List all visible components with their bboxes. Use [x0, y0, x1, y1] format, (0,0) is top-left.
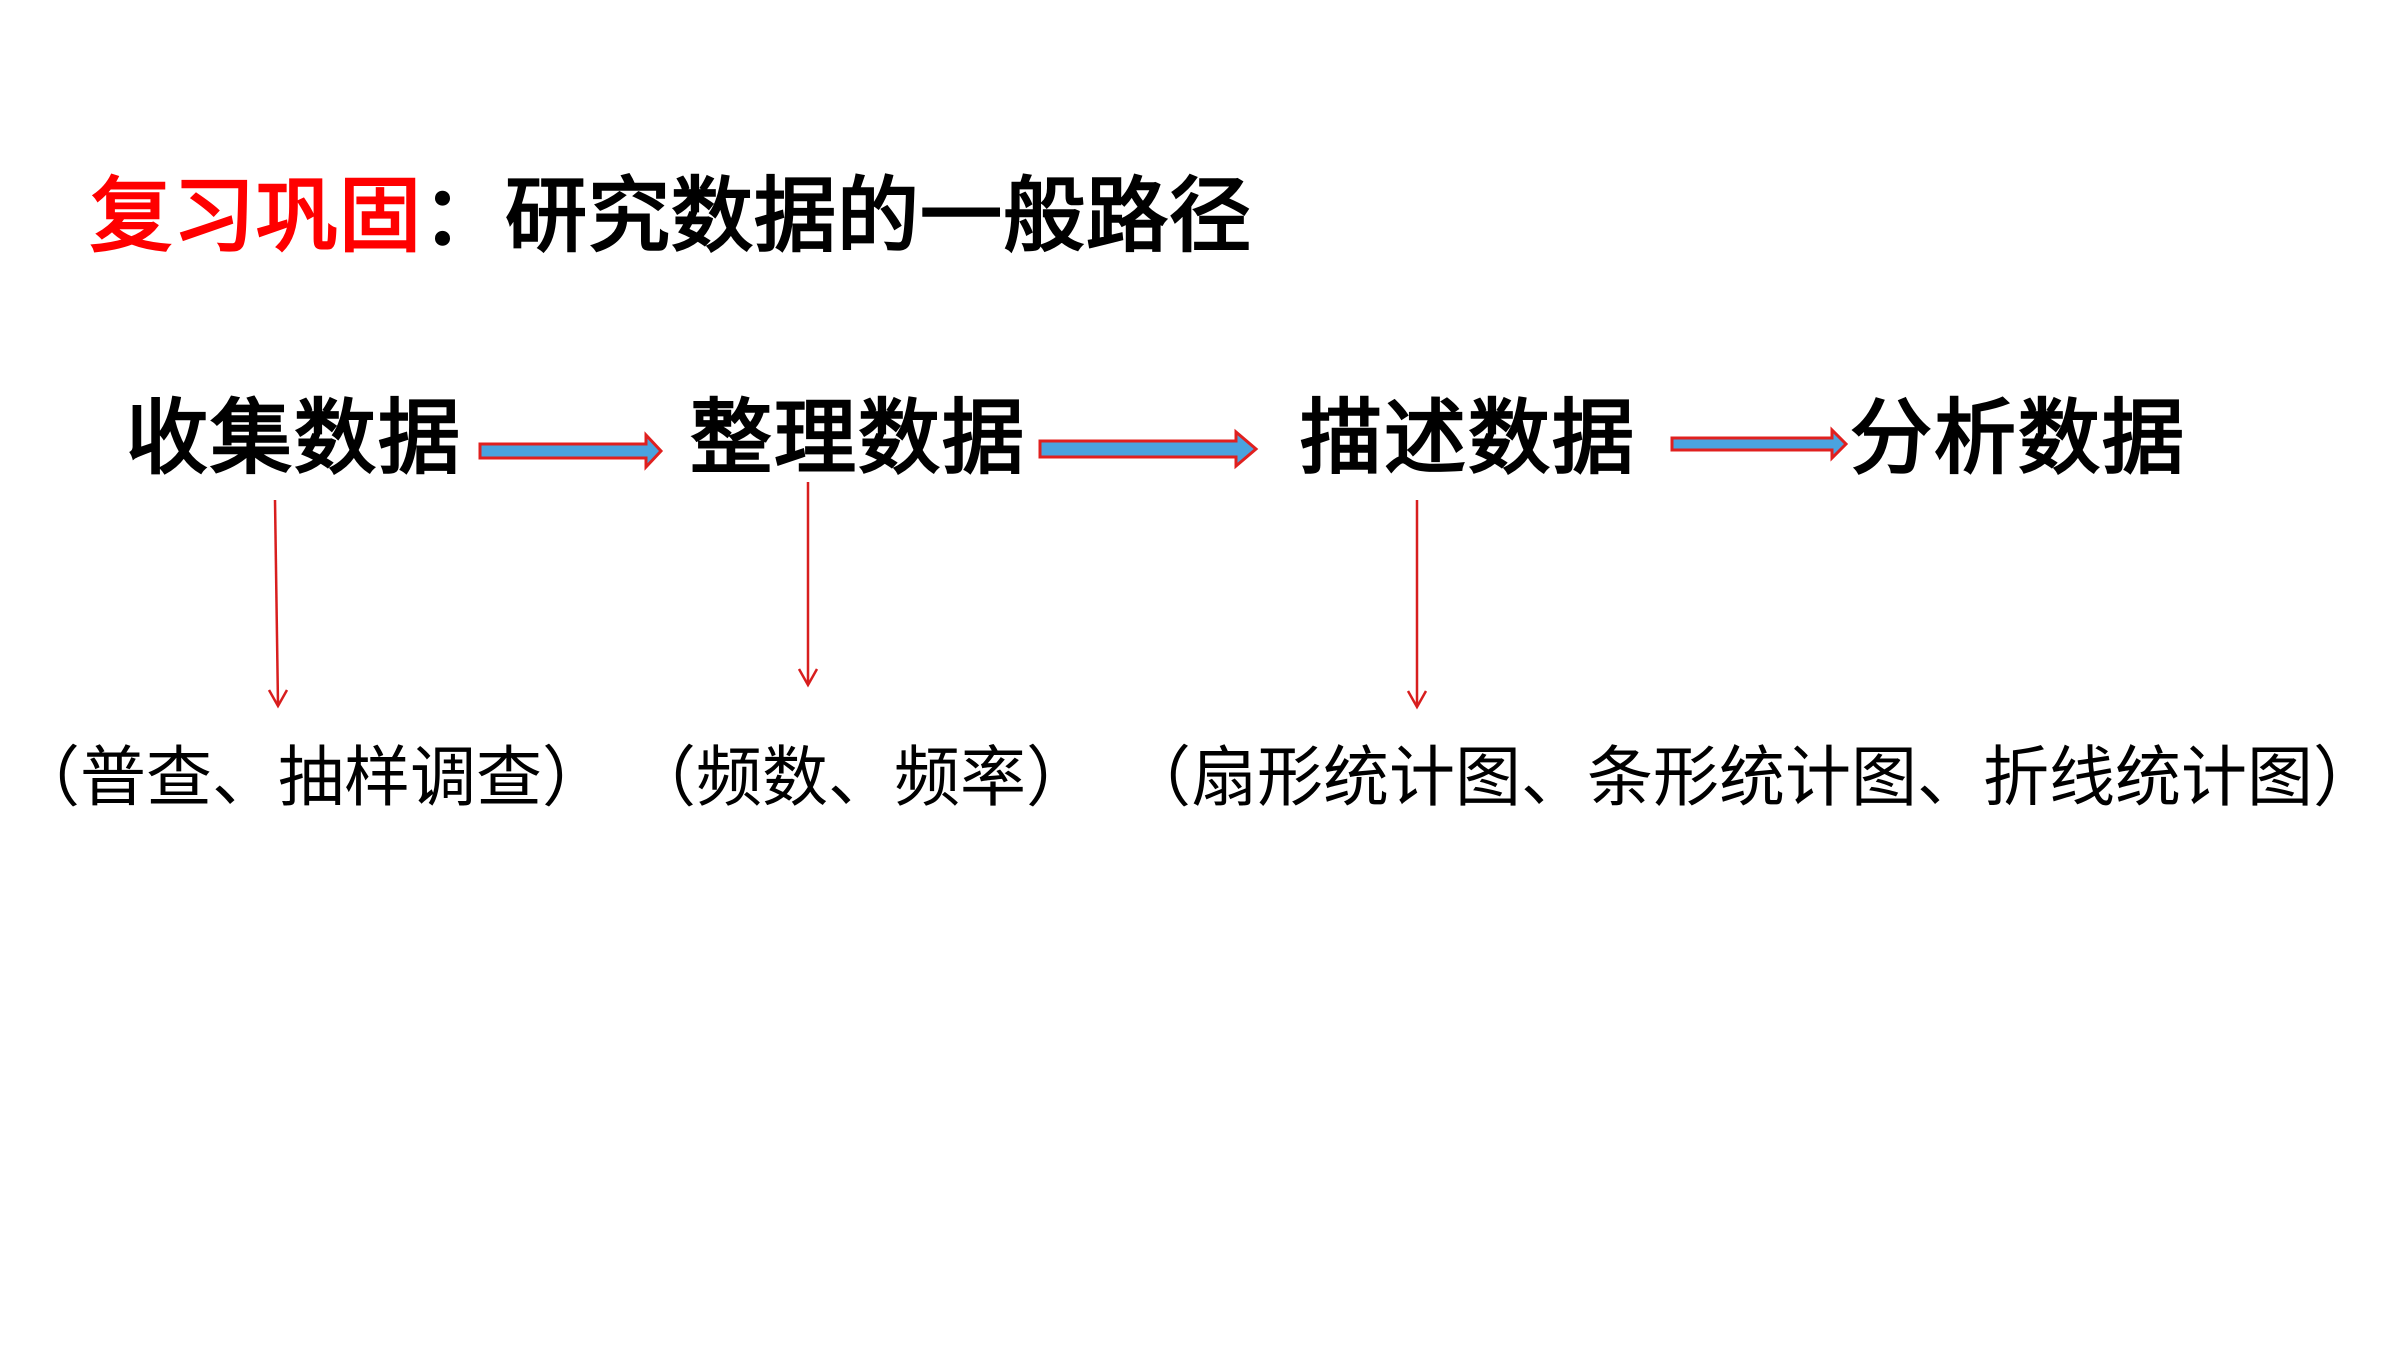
title-main: ：研究数据的一般路径 — [422, 169, 1253, 264]
flow-arrow-2 — [1038, 428, 1259, 470]
detail-describe-methods: （扇形统计图、条形统计图、折线统计图） — [1125, 739, 2379, 816]
down-arrow-1 — [267, 499, 289, 709]
flow-arrow-3 — [1670, 426, 1849, 462]
detail-collect-methods: （普查、抽样调查） — [14, 739, 608, 816]
step-organize-data: 整理数据 — [690, 391, 1027, 486]
step-collect-data: 收集数据 — [126, 391, 463, 486]
down-arrow-3 — [1406, 500, 1428, 710]
detail-organize-methods: （频数、频率） — [630, 739, 1092, 816]
slide-title: 复习巩固：研究数据的一般路径 — [90, 176, 1252, 258]
title-accent: 复习巩固 — [90, 169, 423, 264]
step-describe-data: 描述数据 — [1300, 391, 1637, 486]
step-analyze-data: 分析数据 — [1850, 391, 2187, 486]
down-arrow-2 — [797, 482, 819, 688]
flow-arrow-1 — [478, 431, 664, 471]
